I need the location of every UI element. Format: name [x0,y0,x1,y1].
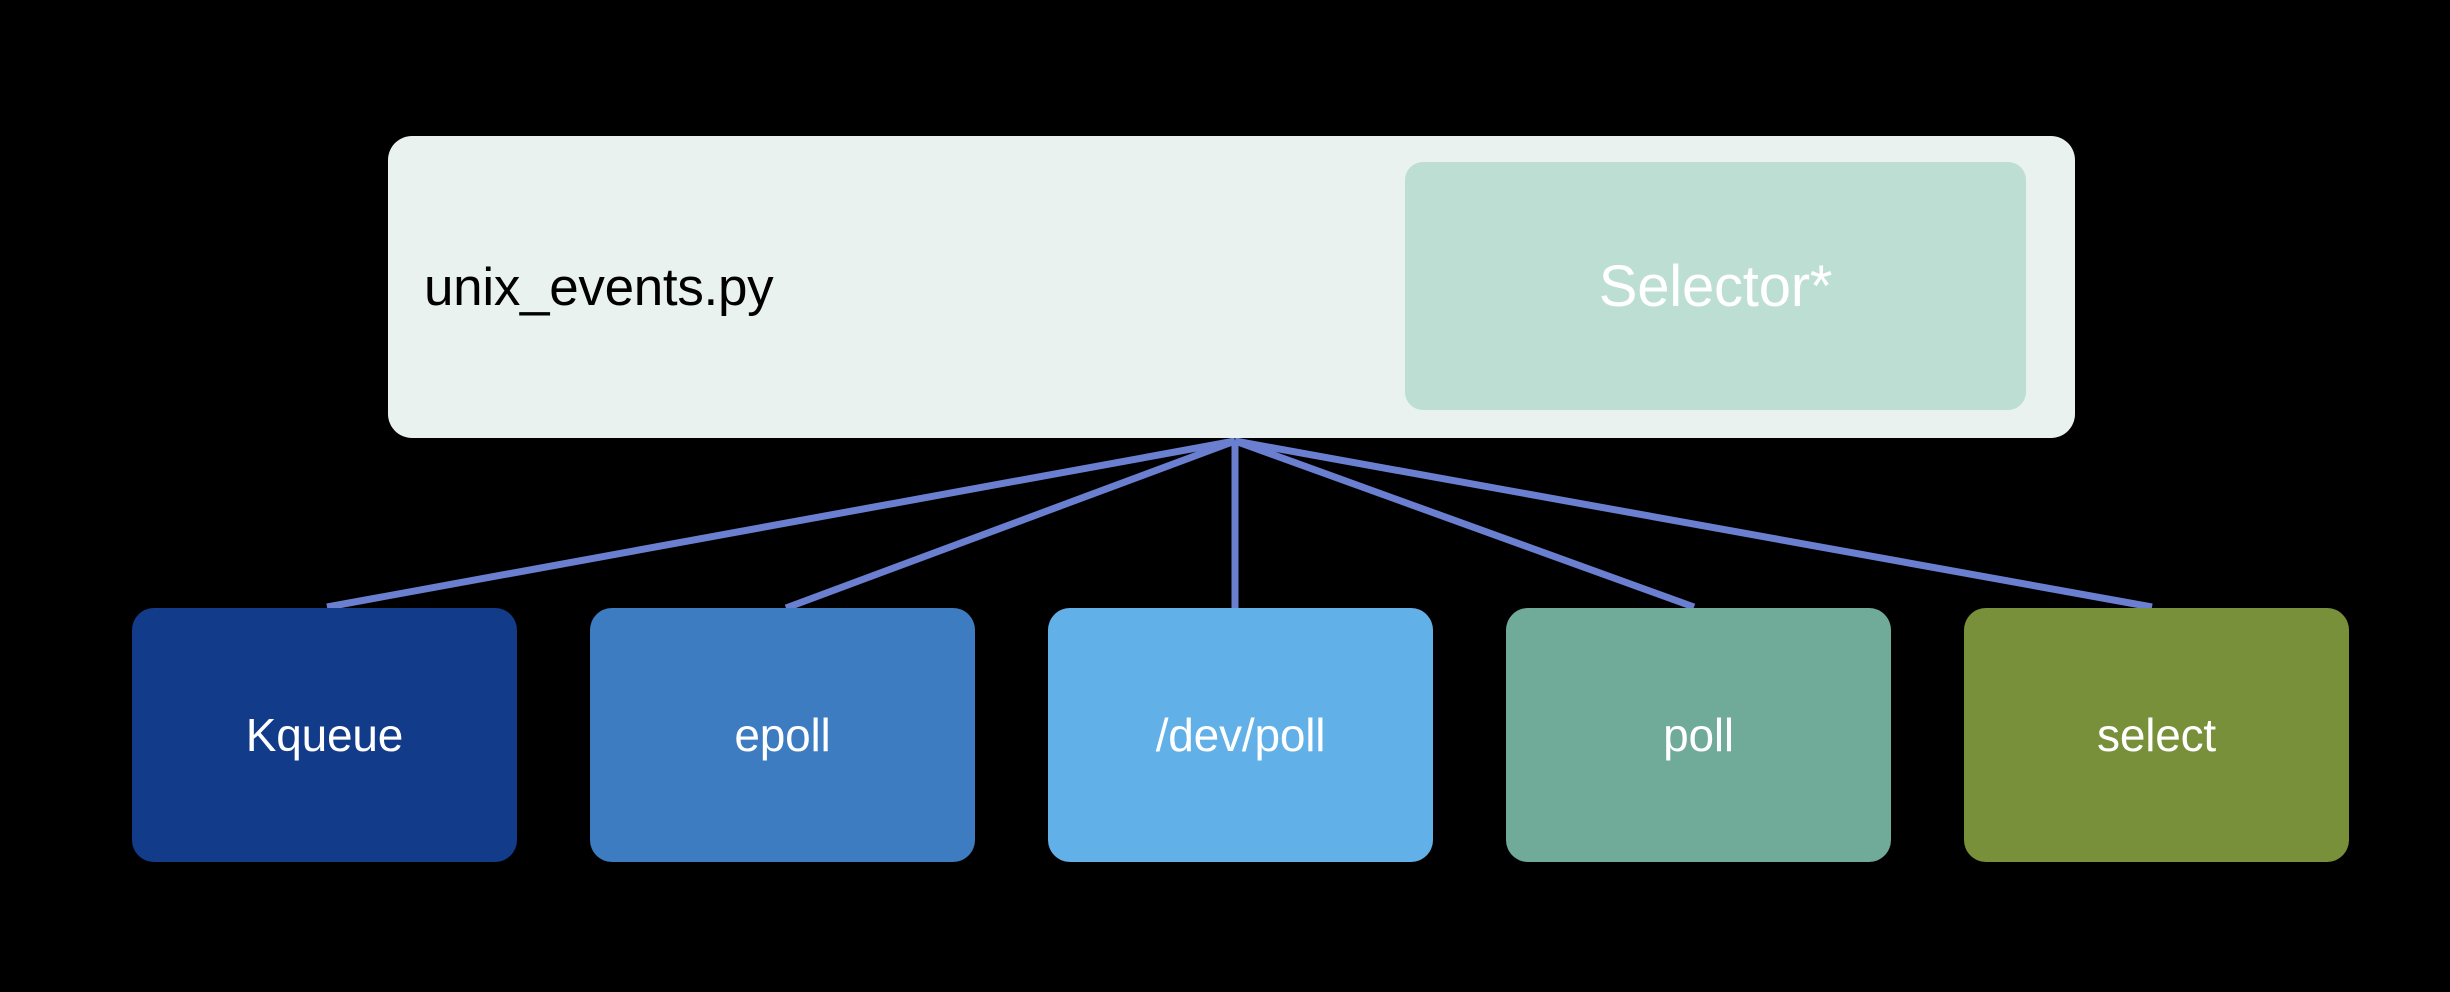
backend-label-epoll: epoll [734,709,831,761]
module-label: unix_events.py [424,257,774,317]
connector-line-select [1234,437,2153,611]
backend-box-select[interactable]: select [1964,608,2349,862]
connector-line-kqueue [326,437,1236,611]
backend-label-poll: poll [1663,709,1734,761]
selector-label: Selector* [1598,253,1833,319]
backend-box-epoll[interactable]: epoll [590,608,975,862]
backend-label-dev-poll: /dev/poll [1155,709,1326,761]
backend-label-select: select [2097,709,2216,761]
backend-box-kqueue[interactable]: Kqueue [132,608,517,862]
backend-box-poll[interactable]: poll [1506,608,1891,862]
module-box-unix-events[interactable]: unix_events.py Selector* [388,136,2075,438]
connector-line-poll [1233,437,1696,611]
selector-box[interactable]: Selector* [1405,162,2026,410]
connector-line-epoll [784,437,1237,612]
backend-label-kqueue: Kqueue [245,709,404,761]
backend-box-dev-poll[interactable]: /dev/poll [1048,608,1433,862]
